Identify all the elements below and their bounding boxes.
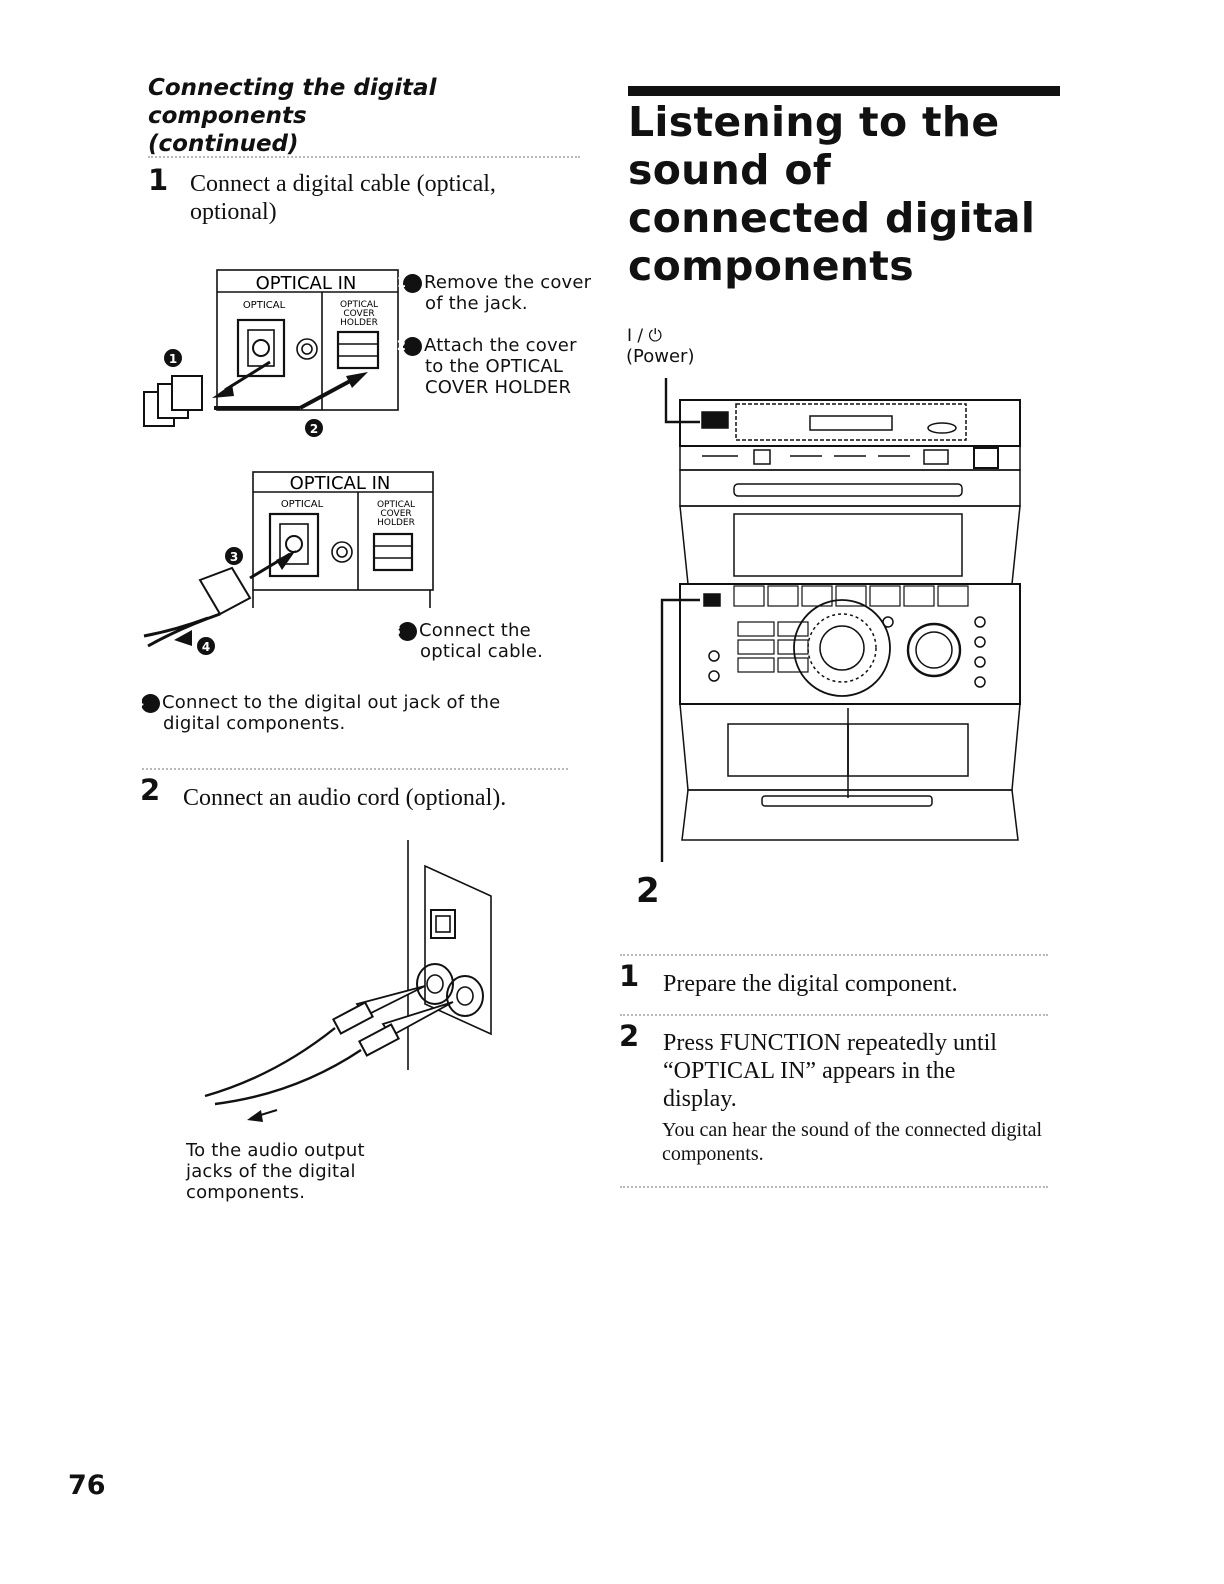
step-item-number: 2 bbox=[619, 1019, 640, 1053]
audio-cord-caption: To the audio output jacks of the digital… bbox=[186, 1140, 365, 1203]
divider bbox=[620, 1186, 1048, 1188]
fig2-label-cover-holder-2: COVER bbox=[380, 509, 411, 519]
divider bbox=[620, 1014, 1048, 1016]
fig1-label-cover-holder-1: OPTICAL bbox=[340, 300, 378, 310]
note-3-text: Connect the optical cable. bbox=[419, 620, 544, 662]
callout-1: 1 bbox=[169, 352, 177, 366]
note-1-text: Remove the cover of the jack. bbox=[424, 272, 592, 314]
optical-cable-figure: OPTICAL IN OPTICAL OPTICAL COVER HOLDER … bbox=[143, 471, 434, 655]
fig1-panel-title: OPTICAL IN bbox=[256, 273, 357, 294]
step-2-number: 2 bbox=[140, 773, 161, 807]
fig2-label-optical: OPTICAL bbox=[281, 499, 324, 510]
note-1-number: 1 bbox=[397, 274, 422, 293]
audio-cord-figure bbox=[204, 840, 492, 1122]
note-2-number: 2 bbox=[397, 337, 422, 356]
fig1-label-optical: OPTICAL bbox=[243, 300, 286, 311]
note-4-number: 4 bbox=[135, 694, 160, 713]
note-3-number: 3 bbox=[392, 622, 417, 641]
step-2-text: Connect an audio cord (optional). bbox=[183, 785, 507, 811]
callout-4: 4 bbox=[202, 640, 210, 654]
page-title: Listening to the sound of connected digi… bbox=[628, 98, 1036, 290]
optical-cover-figure: OPTICAL IN OPTICAL OPTICAL COVER HOLDER … bbox=[143, 269, 399, 437]
step-1-text: Connect a digital cable (optical, option… bbox=[190, 171, 496, 225]
step-1-number: 1 bbox=[148, 163, 169, 197]
note-4-text: Connect to the digital out jack of the d… bbox=[162, 692, 501, 734]
fig2-panel-title: OPTICAL IN bbox=[290, 473, 391, 494]
step-item-note: You can hear the sound of the connected … bbox=[662, 1119, 1043, 1165]
fig1-label-cover-holder-2: COVER bbox=[343, 309, 374, 319]
step-item-text: Press FUNCTION repeatedly until “OPTICAL… bbox=[663, 1030, 997, 1112]
step-item-text: Prepare the digital component. bbox=[663, 971, 958, 997]
fig2-label-cover-holder-1: OPTICAL bbox=[377, 500, 415, 510]
page-number: 76 bbox=[68, 1470, 106, 1501]
power-symbol: I / ⏻ bbox=[627, 326, 662, 346]
divider bbox=[620, 954, 1048, 956]
title-bar bbox=[628, 86, 1060, 96]
step-item-number: 1 bbox=[619, 959, 640, 993]
note-2-text: Attach the cover to the OPTICAL COVER HO… bbox=[424, 335, 577, 398]
power-label: (Power) bbox=[626, 346, 695, 367]
stereo-system-figure bbox=[660, 378, 1021, 862]
callout-2: 2 bbox=[310, 422, 318, 436]
fig2-label-cover-holder-3: HOLDER bbox=[377, 518, 415, 528]
callout-3: 3 bbox=[230, 550, 238, 564]
figure-callout-2: 2 bbox=[636, 871, 660, 911]
section-subtitle: Connecting the digital components (conti… bbox=[148, 75, 437, 157]
divider bbox=[148, 156, 580, 158]
fig1-label-cover-holder-3: HOLDER bbox=[340, 318, 378, 328]
divider bbox=[142, 768, 568, 770]
